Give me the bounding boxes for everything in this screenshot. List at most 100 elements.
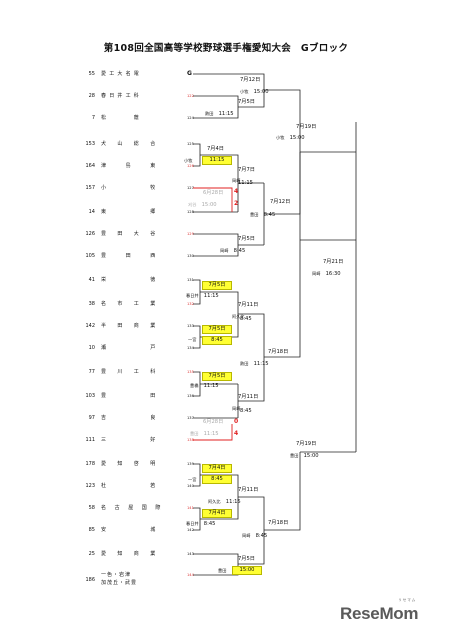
team-name: 吉 良 xyxy=(101,415,159,421)
game-venue: 豊田 xyxy=(190,431,199,436)
game-venue: 岡崎 xyxy=(232,406,241,411)
team-number: 125 xyxy=(187,142,194,146)
team-seed: 38 xyxy=(88,301,95,307)
game-venue: 岡崎 xyxy=(312,271,321,276)
team-name: 豊 田 西 xyxy=(101,253,159,259)
bracket-line xyxy=(193,143,201,167)
team-number: 143 xyxy=(187,552,194,556)
team-name: 名 市 工 業 xyxy=(101,301,159,307)
game-date: 7月5日 xyxy=(238,236,255,242)
game-date: 7月21日 xyxy=(323,259,344,265)
team-name: 小 牧 xyxy=(101,185,159,191)
game-time: 11:15 xyxy=(238,180,253,186)
game-date: 7月4日 xyxy=(207,146,224,152)
team-name: 豊 田 大 谷 xyxy=(101,231,159,237)
game-score: 0 xyxy=(234,418,239,425)
bracket-line xyxy=(264,152,301,358)
game-date: 7月18日 xyxy=(268,349,289,355)
team-name: 豊 田 xyxy=(101,393,159,399)
game-time: 11:15 xyxy=(203,431,219,437)
game-info: 岡崎 8:45 xyxy=(220,247,245,255)
game-time: 8:45 xyxy=(233,248,246,254)
bracket-line xyxy=(264,452,301,531)
team-number: 126 xyxy=(187,164,194,168)
game-date: 7月18日 xyxy=(268,520,289,526)
game-date: 7月19日 xyxy=(296,124,317,130)
team-name: 瀬 戸 xyxy=(101,345,159,351)
game-time-highlight: 8:45 xyxy=(202,336,232,345)
game-info: 岡崎 16:30 xyxy=(312,270,341,278)
game-venue: 岡崎 xyxy=(242,533,251,538)
resemom-logo: ReseMom リセマム xyxy=(340,598,419,624)
game-info: 熱田 11:15 xyxy=(240,360,269,368)
game-score: 2 xyxy=(234,200,239,207)
team-number: 144 xyxy=(187,573,194,577)
team-name: 一色・岩津 xyxy=(101,572,132,578)
team-name: 東 郷 xyxy=(101,209,159,215)
team-name: 犬 山 総 合 xyxy=(101,141,159,147)
game-info: 熱田 11:15 xyxy=(205,110,234,118)
team-name-secondary: 加茂丘・武豊 xyxy=(101,580,138,586)
game-time: 11:15 xyxy=(203,383,219,389)
team-seed: 28 xyxy=(88,93,95,99)
game-info: 小牧 15:00 xyxy=(240,88,269,96)
team-number: 133 xyxy=(187,324,194,328)
team-seed: 97 xyxy=(88,415,95,421)
winner-path xyxy=(193,187,233,198)
game-time: 11:15 xyxy=(225,499,241,505)
team-number: 138 xyxy=(187,438,194,442)
game-venue: 豊田 xyxy=(218,568,227,573)
team-number: 130 xyxy=(187,254,194,258)
logo-kana: リセマム xyxy=(398,598,417,602)
game-time: 15:00 xyxy=(303,453,319,459)
bracket-line xyxy=(264,89,301,215)
team-name: 春日井工科 xyxy=(101,93,143,99)
game-info: 刈谷 15:00 xyxy=(188,201,217,209)
game-time: 15:00 xyxy=(201,202,217,208)
game-info: 岡崎 8:45 xyxy=(242,532,267,540)
game-venue: 一宮 xyxy=(188,337,197,342)
team-number: 132 xyxy=(187,302,194,306)
game-venue: 豊橋 xyxy=(190,383,199,388)
game-venue: 阿久比 xyxy=(232,314,245,319)
team-name: 杜 若 xyxy=(101,483,159,489)
game-time: 8:45 xyxy=(203,521,216,527)
bracket-line xyxy=(193,73,265,108)
game-info: 豊橋 11:15 xyxy=(190,382,219,390)
game-venue: 小牧 xyxy=(276,135,285,140)
team-seed: 157 xyxy=(85,185,95,191)
game-date: 7月12日 xyxy=(240,77,261,83)
game-date: 7月11日 xyxy=(238,394,259,400)
game-time: 15:00 xyxy=(253,89,269,95)
team-name: 栄 徳 xyxy=(101,277,159,283)
game-time: 11:15 xyxy=(203,293,219,299)
team-seed: 142 xyxy=(85,323,95,329)
team-name: 愛 知 商 業 xyxy=(101,551,159,557)
game-info: 春日井 11:15 xyxy=(186,292,219,300)
team-seed: 10 xyxy=(88,345,95,351)
game-date-highlight: 7月5日 xyxy=(202,281,232,290)
game-date-highlight: 7月5日 xyxy=(202,325,232,334)
game-venue: 刈谷 xyxy=(188,202,197,207)
team-name: 三 好 xyxy=(101,437,159,443)
team-seed: 153 xyxy=(85,141,95,147)
game-info: 小牧 15:00 xyxy=(276,134,305,142)
game-info: 春日井 8:45 xyxy=(186,520,215,528)
game-date: 6月28日 xyxy=(203,190,224,196)
winner-path xyxy=(193,424,233,441)
team-number: 136 xyxy=(187,394,194,398)
team-seed-mark: G xyxy=(187,70,192,77)
game-venue: 豊田 xyxy=(250,212,259,217)
team-number: 141 xyxy=(187,506,194,510)
team-name: 愛工大名電 xyxy=(101,71,143,77)
game-date: 7月11日 xyxy=(238,302,259,308)
team-name: 津 島 東 xyxy=(101,163,159,169)
game-date: 7月19日 xyxy=(296,441,317,447)
page-title: 第108回全国高等学校野球選手権愛知大会 Gブロック xyxy=(103,43,349,54)
game-time: 8:45 xyxy=(263,212,276,218)
game-venue: 熱田 xyxy=(240,361,249,366)
team-number: 135 xyxy=(187,370,194,374)
game-venue: 小牧 xyxy=(240,89,249,94)
game-info: 豊田 8:45 xyxy=(250,211,275,219)
